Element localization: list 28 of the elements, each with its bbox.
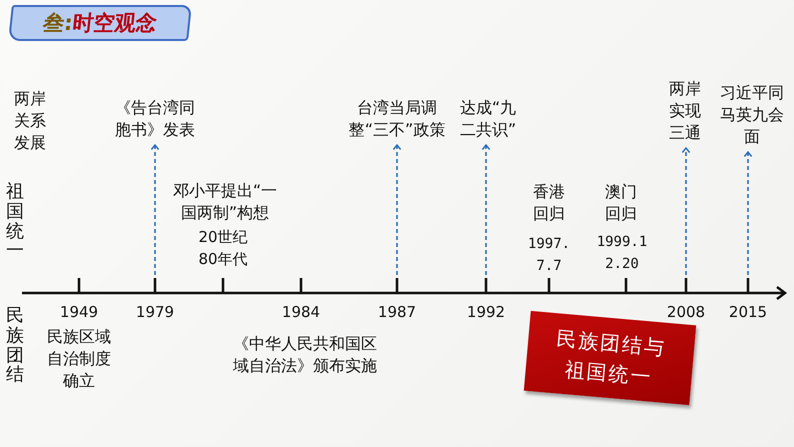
row-heading: 两岸关系发展 [13, 88, 47, 154]
dashed-arrow [682, 147, 690, 275]
year-label: 2015 [728, 302, 768, 323]
row-heading: 民族团结 [6, 306, 24, 386]
date-label: 20世纪80年代 [197, 227, 249, 270]
dashed-arrow [482, 144, 490, 275]
year-label: 1984 [280, 302, 322, 323]
event-text: 两岸实现三通 [667, 78, 703, 144]
dashed-arrow [744, 151, 752, 275]
year-label: 1979 [134, 302, 176, 323]
event-text: 达成“九二共识” [454, 97, 522, 141]
event-text: 《中华人民共和国区域自治法》颁布实施 [232, 333, 378, 377]
event-text: 《告台湾同胞书》发表 [113, 97, 197, 141]
date-label: 1999.12.20 [596, 233, 648, 274]
row-heading: 祖国统一 [6, 182, 24, 262]
event-text: 澳门回归 [604, 181, 638, 225]
title: 叁:时空观念 [42, 10, 158, 37]
date-label: 1997.7.7 [526, 235, 572, 276]
year-label: 1987 [376, 302, 418, 323]
event-text: 民族区域自治制度确立 [46, 326, 112, 392]
dashed-arrow [392, 144, 402, 275]
event-text: 香港回归 [532, 181, 566, 225]
event-text: 邓小平提出“一国两制”构想 [172, 180, 278, 224]
year-label: 1992 [466, 302, 506, 323]
dashed-arrow [150, 144, 160, 275]
event-text: 台湾当局调整“三不”政策 [344, 97, 450, 141]
event-text: 习近平同马英九会面 [718, 82, 786, 148]
year-label: 1949 [58, 302, 100, 323]
